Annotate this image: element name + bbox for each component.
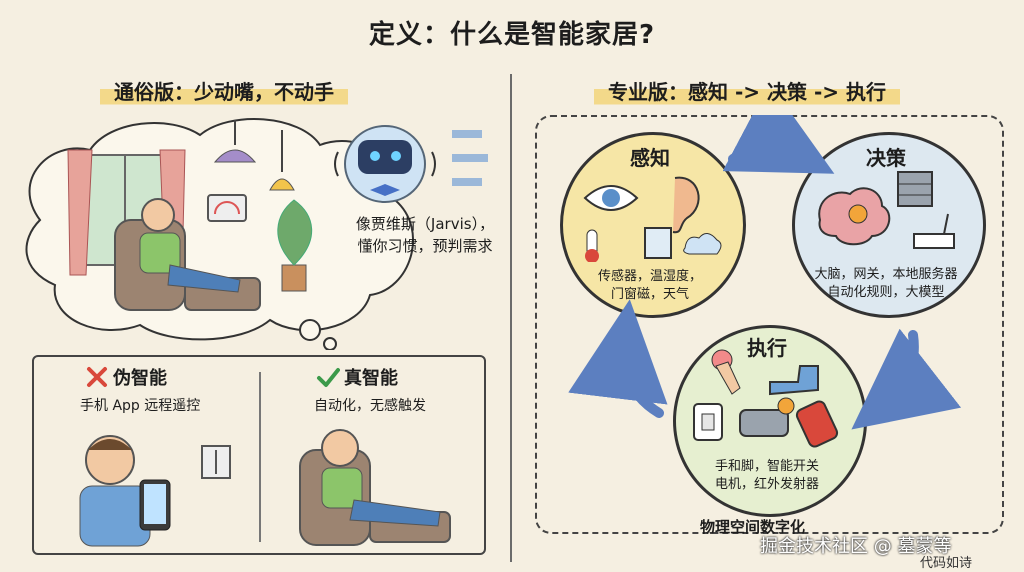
jarvis-caption-line2: 懂你习惯，预判需求 xyxy=(357,237,493,255)
left-subtitle: 通俗版：少动嘴，不动手 xyxy=(100,74,348,107)
watermark-line1: 掘金技术社区 @ 墓蒙等 xyxy=(760,536,952,557)
decide-icons xyxy=(818,171,955,249)
relaxed-person-armchair-illustration xyxy=(299,429,451,546)
page-title: 定义：什么是智能家居? xyxy=(368,20,656,50)
weather-icon xyxy=(683,233,722,255)
decide-line1: 大脑，网关，本地服务器 xyxy=(814,267,958,282)
decide-title: 决策 xyxy=(866,146,906,170)
gear-icon xyxy=(848,204,868,224)
fake-smart-description: 手机 App 远程遥控 xyxy=(80,398,201,414)
comparison-divider xyxy=(259,372,261,542)
eye-iris xyxy=(602,189,620,207)
execute-icons xyxy=(693,349,839,448)
robot-assistant-icon xyxy=(334,125,488,203)
router-icon xyxy=(913,233,955,249)
jarvis-caption-line1: 像贾维斯（Jarvis）， xyxy=(355,215,495,233)
check-icon xyxy=(317,368,340,387)
section-divider xyxy=(510,74,512,562)
cross-icon xyxy=(87,367,107,387)
foot-icon xyxy=(769,365,819,396)
stressed-person-phone-illustration xyxy=(79,435,231,547)
perceive-line1: 传感器，温湿度， xyxy=(597,269,702,284)
execute-line2: 电机，红外发射器 xyxy=(714,477,819,492)
real-smart-label: 真智能 xyxy=(344,368,398,389)
watermark-line2: 代码如诗 xyxy=(920,556,973,571)
execute-title: 执行 xyxy=(747,336,787,360)
ir-remote-icon xyxy=(795,400,839,448)
window-sensor-icon xyxy=(644,227,672,259)
comparison-box xyxy=(32,355,486,555)
cycle-footer: 物理空间数字化 xyxy=(700,518,806,536)
arrow-execute-to-perceive xyxy=(568,299,668,418)
server-icon xyxy=(897,171,933,207)
perceive-icons xyxy=(583,176,722,262)
perceive-line2: 门窗磁，天气 xyxy=(610,287,689,302)
fake-smart-label: 伪智能 xyxy=(113,368,167,389)
right-subtitle: 专业版：感知 -> 决策 -> 执行 xyxy=(594,74,900,107)
motor-icon xyxy=(739,409,789,437)
arrow-decide-to-execute xyxy=(851,328,962,430)
execute-line1: 手和脚，智能开关 xyxy=(714,459,819,474)
ear-icon xyxy=(672,176,700,234)
perceive-title: 感知 xyxy=(630,146,670,170)
arrow-perceive-to-decide xyxy=(722,115,835,174)
real-smart-description: 自动化，无感触发 xyxy=(314,398,426,414)
thought-cloud-illustration xyxy=(25,118,414,350)
decide-line2: 自动化规则，大模型 xyxy=(827,285,945,300)
cycle-arrows xyxy=(568,115,962,430)
